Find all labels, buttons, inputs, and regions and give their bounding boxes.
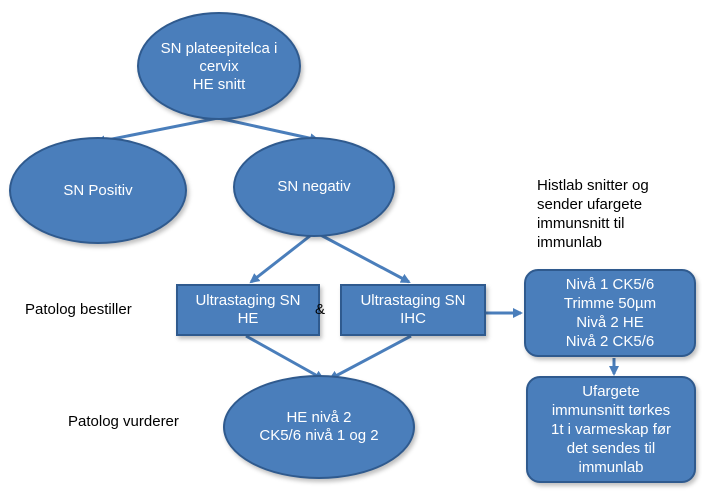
node-result: HE nivå 2 CK5/6 nivå 1 og 2 <box>223 375 415 479</box>
node-ultrastaging-he: Ultrastaging SN HE <box>176 284 320 336</box>
arrow-ultra-he-to-result <box>245 334 325 381</box>
arrow-ultra-ihc-to-result <box>328 334 412 381</box>
node-immunsnitt: Ufargete immunsnitt tørkes 1t i varmeska… <box>526 376 696 483</box>
node-sn-positive: SN Positiv <box>9 137 187 244</box>
arrow-negative-to-ultra-he <box>249 230 316 284</box>
node-root: SN plateepitelca i cervix HE snitt <box>137 12 301 120</box>
patolog-vurderer-label: Patolog vurderer <box>68 413 179 430</box>
arrow-negative-to-ultra-ihc <box>314 230 411 284</box>
arrow-root-to-negative <box>217 116 320 144</box>
ampersand-label: & <box>315 301 326 318</box>
histlab-note: Histlab snitter og sender ufargete immun… <box>537 177 649 251</box>
node-histlab-steps: Nivå 1 CK5/6 Trimme 50µm Nivå 2 HE Nivå … <box>524 269 696 357</box>
node-ultrastaging-ihc: Ultrastaging SN IHC <box>340 284 486 336</box>
patolog-bestiller-label: Patolog bestiller <box>25 301 132 318</box>
node-sn-negative: SN negativ <box>233 137 395 237</box>
